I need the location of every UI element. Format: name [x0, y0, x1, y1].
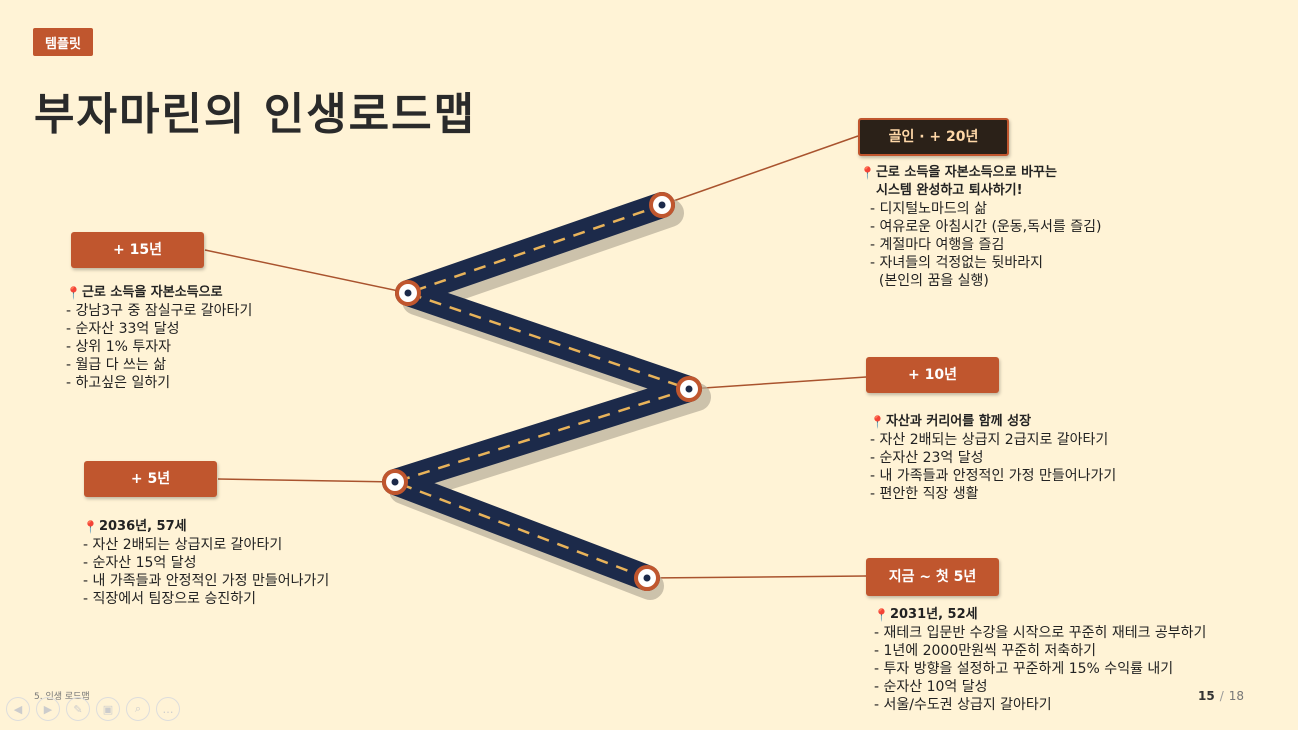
- badge-now: 지금 ~ 첫 5년: [866, 558, 999, 596]
- node-5y: [382, 469, 408, 495]
- goal-heading-2: 시스템 완성하고 퇴사하기!: [876, 183, 1023, 198]
- goal-item: (본인의 꿈을 실행): [870, 273, 989, 289]
- page-current: 15: [1198, 689, 1215, 703]
- 5y-item: - 자산 2배되는 상급지로 갈아타기: [83, 537, 283, 553]
- road-nodes: [382, 192, 702, 591]
- now-block: 📍2031년, 52세 - 재테크 입문반 수강을 시작으로 꾸준히 재테크 공…: [874, 606, 1206, 714]
- connector-5y: [217, 478, 396, 483]
- badge-goal: 골인 · + 20년: [858, 118, 1009, 156]
- now-item: - 재테크 입문반 수강을 시작으로 꾸준히 재테크 공부하기: [874, 625, 1207, 641]
- zoom-icon[interactable]: ⌕: [126, 697, 150, 721]
- 5y-item: - 직장에서 팀장으로 승진하기: [83, 591, 256, 607]
- now-heading: 📍2031년, 52세: [874, 607, 978, 622]
- badge-10y: + 10년: [866, 357, 999, 393]
- next-icon[interactable]: ▶: [36, 697, 60, 721]
- badge-15y: + 15년: [71, 232, 204, 268]
- node-goal: [649, 192, 675, 218]
- pin-icon: 📍: [83, 520, 98, 534]
- goal-item: - 여유로운 아침시간 (운동,독서를 즐김): [870, 219, 1102, 235]
- 15y-block: 📍근로 소득을 자본소득으로 - 강남3구 중 잠실구로 갈아타기 - 순자산 …: [66, 284, 252, 392]
- 10y-item: - 편안한 직장 생활: [870, 486, 979, 502]
- 15y-heading: 📍근로 소득을 자본소득으로: [66, 285, 223, 300]
- node-now: [634, 565, 660, 591]
- page-total: 18: [1228, 689, 1245, 703]
- pin-icon: 📍: [860, 166, 875, 180]
- 5y-item: - 순자산 15억 달성: [83, 555, 197, 571]
- pin-icon: 📍: [870, 415, 885, 429]
- goal-item: - 디지털노마드의 삶: [870, 201, 987, 217]
- connector-10y: [688, 376, 867, 390]
- goal-item: - 자녀들의 걱정없는 뒷바라지: [870, 255, 1043, 271]
- 10y-item: - 내 가족들과 안정적인 가정 만들어나가기: [870, 468, 1117, 484]
- section-label: 5. 인생 로드맵: [34, 692, 90, 702]
- now-item: - 순자산 10억 달성: [874, 679, 988, 695]
- node-15y: [395, 280, 421, 306]
- connector-goal: [661, 135, 859, 206]
- 10y-block: 📍자산과 커리어를 함께 성장 - 자산 2배되는 상급지 2급지로 갈아타기 …: [870, 413, 1116, 503]
- page-number: 15 / 18: [1198, 689, 1244, 703]
- 5y-heading: 📍2036년, 57세: [83, 519, 187, 534]
- pin-icon: 📍: [874, 608, 889, 622]
- now-item: - 투자 방향을 설정하고 꾸준하게 15% 수익률 내기: [874, 661, 1174, 677]
- node-10y: [676, 376, 702, 402]
- template-tag: 템플릿: [33, 28, 93, 56]
- 15y-item: - 강남3구 중 잠실구로 갈아타기: [66, 303, 253, 319]
- 15y-item: - 순자산 33억 달성: [66, 321, 180, 337]
- 5y-block: 📍2036년, 57세 - 자산 2배되는 상급지로 갈아타기 - 순자산 15…: [83, 518, 329, 608]
- pen-icon[interactable]: ✎: [66, 697, 90, 721]
- more-icon[interactable]: …: [156, 697, 180, 721]
- page-separator: /: [1219, 689, 1224, 703]
- 10y-heading: 📍자산과 커리어를 함께 성장: [870, 414, 1032, 429]
- 10y-item: - 순자산 23억 달성: [870, 450, 984, 466]
- 15y-item: - 하고싶은 일하기: [66, 375, 171, 391]
- now-item: - 1년에 2000만원씩 꾸준히 저축하기: [874, 643, 1096, 659]
- goal-item: - 계절마다 여행을 즐김: [870, 237, 1005, 253]
- 15y-item: - 상위 1% 투자자: [66, 339, 172, 355]
- goal-block: 📍근로 소득을 자본소득으로 바꾸는 시스템 완성하고 퇴사하기! - 디지털노…: [860, 164, 1101, 290]
- connector-now: [646, 575, 867, 579]
- prev-icon[interactable]: ◀: [6, 697, 30, 721]
- now-item: - 서울/수도권 상급지 갈아타기: [874, 697, 1052, 713]
- 10y-item: - 자산 2배되는 상급지 2급지로 갈아타기: [870, 432, 1109, 448]
- slideshow-controls: ◀ ▶ ✎ ▣ ⌕ …: [6, 697, 180, 721]
- screen-icon[interactable]: ▣: [96, 697, 120, 721]
- 15y-item: - 월급 다 쓰는 삶: [66, 357, 167, 373]
- badge-5y: + 5년: [84, 461, 217, 497]
- page-title: 부자마린의 인생로드맵: [34, 89, 477, 140]
- 5y-item: - 내 가족들과 안정적인 가정 만들어나가기: [83, 573, 330, 589]
- goal-heading: 📍근로 소득을 자본소득으로 바꾸는: [860, 165, 1057, 180]
- pin-icon: 📍: [66, 286, 81, 300]
- connector-15y: [204, 249, 409, 294]
